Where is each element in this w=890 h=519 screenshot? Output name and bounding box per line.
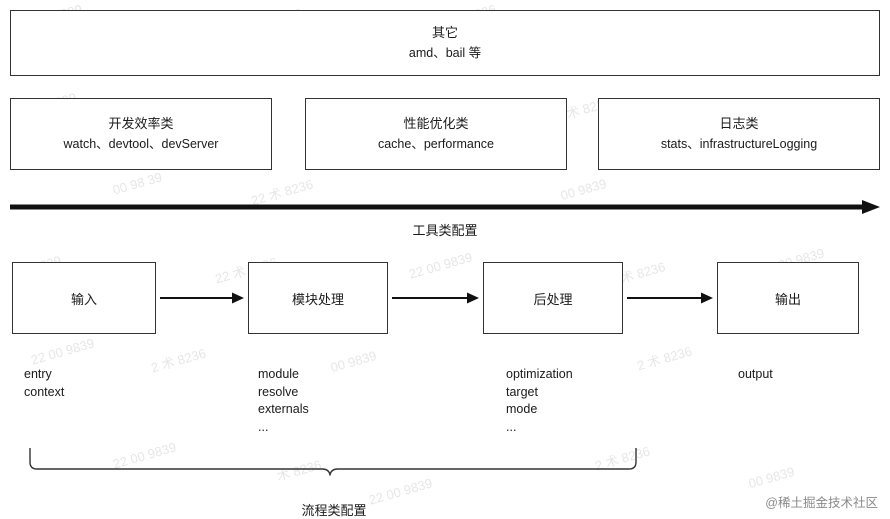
stage-options-input: entry context: [24, 367, 65, 399]
watermark-text: 术 8236: [619, 258, 668, 286]
category-title: 日志类: [719, 116, 759, 131]
pipeline-stage-module-processing: 模块处理: [248, 262, 388, 334]
pipeline-stage-input: 输入: [12, 262, 156, 334]
pipeline-arrow-1: [160, 292, 244, 304]
other-config-box: 其它 amd、bail 等: [10, 10, 880, 76]
watermark-text: 22 00 9839: [407, 249, 474, 282]
category-box-performance: 性能优化类 cache、performance: [305, 98, 567, 170]
flow-config-brace: [29, 448, 637, 476]
category-box-logging: 日志类 stats、infrastructureLogging: [598, 98, 880, 170]
stage-options-post-processing: optimization target mode ...: [506, 367, 573, 434]
watermark-text: 2 术 8236: [149, 345, 208, 376]
watermark-text: 00 9839: [328, 347, 379, 376]
pipeline-arrow-3: [627, 292, 713, 304]
flow-config-label: 流程类配置: [301, 503, 367, 518]
category-box-dev-efficiency: 开发效率类 watch、devtool、devServer: [10, 98, 272, 170]
category-subtitle: watch、devtool、devServer: [63, 137, 219, 151]
other-config-subtitle: amd、bail 等: [408, 46, 482, 60]
category-subtitle: stats、infrastructureLogging: [660, 137, 818, 151]
pipeline-arrow-2: [392, 292, 479, 304]
watermark-text: 00 98 39: [110, 169, 164, 198]
category-subtitle: cache、performance: [377, 137, 495, 151]
stage-options-module-processing: module resolve externals ...: [258, 367, 309, 434]
pipeline-stage-post-processing: 后处理: [483, 262, 623, 334]
watermark-text: 22 00 9839: [29, 335, 96, 368]
pipeline-stage-output: 输出: [717, 262, 859, 334]
watermark-text: 2 术 8236: [635, 343, 694, 374]
other-config-title: 其它: [431, 25, 458, 40]
category-title: 性能优化类: [403, 116, 469, 131]
category-title: 开发效率类: [108, 116, 174, 131]
tool-config-arrow-label: 工具类配置: [412, 223, 478, 238]
site-credit: @稀土掘金技术社区: [765, 496, 878, 510]
watermark-text: 00 9839: [746, 463, 797, 492]
stage-options-output: output: [738, 367, 773, 381]
tool-config-arrow: [10, 200, 880, 214]
